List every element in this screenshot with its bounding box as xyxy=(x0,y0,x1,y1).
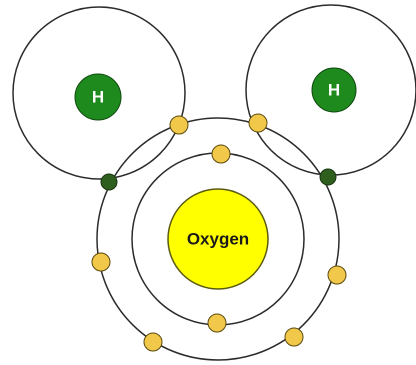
hydrogen-right-nucleus xyxy=(311,67,357,113)
hydrogen-left-atom: H xyxy=(74,73,122,121)
electron-outer-shell xyxy=(169,115,189,135)
electron-outer-shell xyxy=(143,332,163,352)
electron-outer-shell xyxy=(327,265,347,285)
oxygen-label: Oxygen xyxy=(187,229,249,248)
oxygen-atom: Oxygen xyxy=(167,188,269,290)
electron-outer-shell xyxy=(248,113,268,133)
electron-group xyxy=(91,113,347,352)
hydrogen-right-atom: H xyxy=(311,67,357,113)
hydrogen-right-label: H xyxy=(328,80,340,99)
electron-inner-shell xyxy=(207,313,227,333)
hydrogen-left-label: H xyxy=(92,87,104,106)
electron-outer-shell xyxy=(284,327,304,347)
electron-inner-shell xyxy=(211,144,231,164)
hydrogen-left-nucleus xyxy=(74,73,122,121)
electron-outer-shell xyxy=(91,252,111,272)
oxygen-nucleus xyxy=(167,188,269,290)
hydrogen-left-shell xyxy=(12,6,186,180)
shared-electron-left xyxy=(100,173,118,191)
oxygen-outer-shell xyxy=(96,117,340,361)
shared-electron-right xyxy=(319,168,337,186)
